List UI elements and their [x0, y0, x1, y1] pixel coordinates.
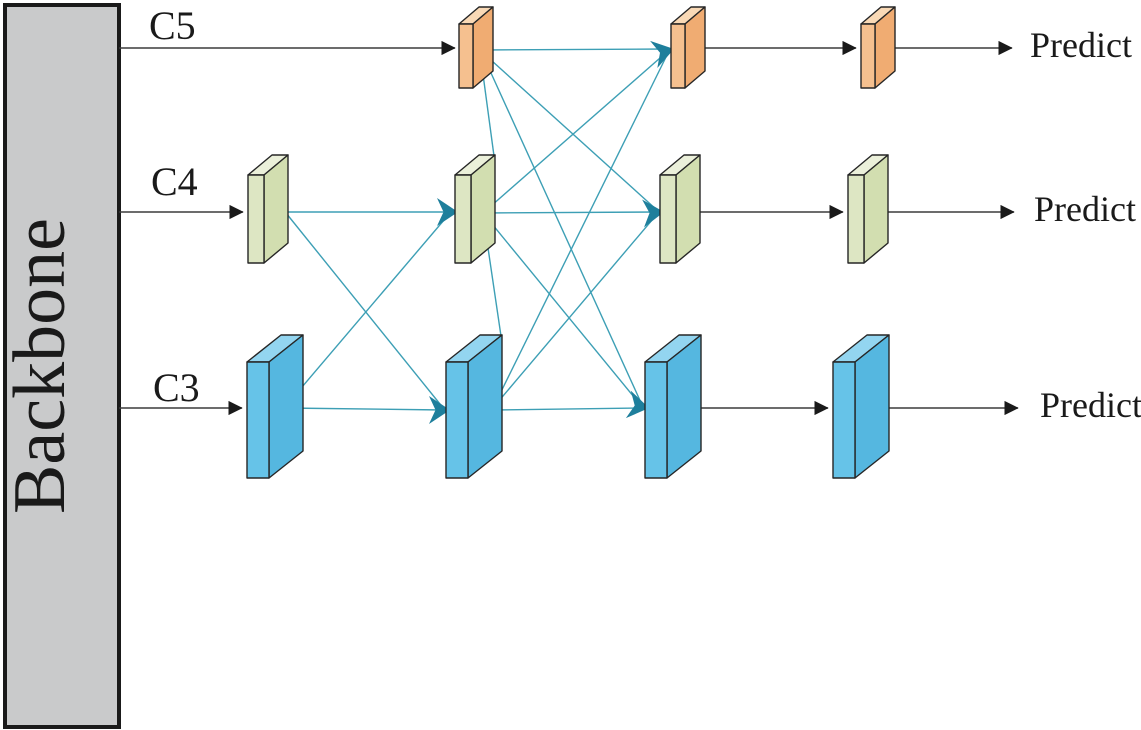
box-front-face	[832, 361, 856, 479]
box-front-face	[246, 361, 270, 479]
box-side-face	[263, 154, 289, 264]
teal-arrowheads	[429, 40, 674, 424]
c4-feature-box-2	[454, 154, 496, 264]
edge-c41-c32	[285, 212, 445, 410]
edge-c42-c52	[482, 50, 669, 214]
c5-feature-box-1	[458, 6, 494, 89]
edge-c31-c32	[284, 407, 445, 411]
box-front-face	[445, 361, 469, 479]
box-front-face	[458, 23, 474, 89]
fusion-arrowhead-c42	[437, 198, 458, 226]
backbone-block: Backbone	[0, 3, 121, 729]
edge-c32-c43	[491, 212, 659, 410]
box-front-face	[860, 23, 876, 89]
c5-feature-box-3	[860, 6, 896, 89]
fusion-arrowhead-c32	[429, 396, 450, 424]
box-front-face	[644, 361, 668, 479]
box-side-face	[470, 154, 496, 264]
edge-c31-c42	[284, 212, 451, 408]
black-connectors	[119, 40, 1019, 416]
backbone-box	[3, 3, 121, 729]
box-side-face	[863, 154, 889, 264]
edge-c51-c33	[480, 50, 644, 408]
c4-predict-label: Predict	[1034, 189, 1136, 229]
edge-c42-c43	[482, 211, 659, 214]
c4-feature-box-1	[247, 154, 289, 264]
fusion-arrowhead-c43	[642, 199, 664, 228]
c4-feature-box-3	[659, 154, 701, 264]
fusion-arrowhead-c33	[625, 390, 649, 419]
edge-c32-c33	[491, 407, 644, 411]
c3-predict-label: Predict	[1040, 385, 1141, 425]
c3-feature-box-4	[832, 334, 890, 479]
c3-label: C3	[153, 365, 200, 410]
box-front-face	[847, 174, 865, 264]
box-front-face	[659, 174, 677, 264]
edge-c32-c52	[491, 52, 669, 411]
edge-c51-c43	[480, 50, 659, 212]
c3-feature-box-2	[445, 334, 503, 479]
c4-label: C4	[151, 159, 198, 204]
c3-feature-box-1	[246, 334, 304, 479]
box-front-face	[247, 174, 265, 264]
box-front-face	[670, 23, 686, 89]
c5-predict-label: Predict	[1030, 25, 1132, 65]
c5-label: C5	[149, 3, 196, 48]
backbone-label: Backbone	[0, 218, 81, 514]
box-side-face	[675, 154, 701, 264]
box-front-face	[454, 174, 472, 264]
c3-feature-box-3	[644, 334, 702, 479]
c5-feature-box-2	[670, 6, 706, 89]
edge-c51-c52	[480, 48, 669, 51]
c4-feature-box-4	[847, 154, 889, 264]
fusion-arrowhead-c52	[650, 40, 674, 68]
edge-c42-c33	[482, 212, 644, 409]
